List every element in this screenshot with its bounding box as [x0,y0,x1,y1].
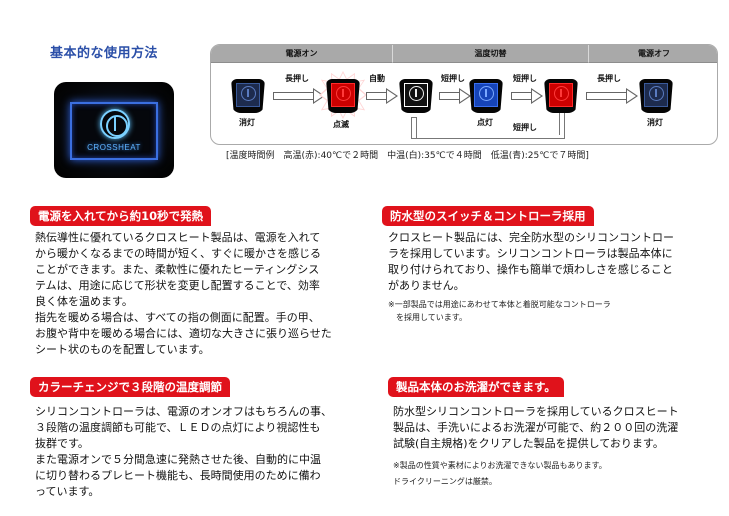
arrow-right-icon [366,88,398,104]
state-label-off: 消灯 [647,118,663,127]
text-line: シート状のものを配置しています。 [35,343,210,356]
controller-off-icon [639,79,673,113]
note-line: を採用しています。 [388,313,467,322]
page-title: 基本的な使用方法 [50,46,159,61]
text-line: に切り替わるプレヒート機能も、長時間使用のために備わ [35,469,321,482]
text-line: 抜群です。 [35,437,89,450]
section-title-color-change: カラーチェンジで３段階の温度調節 [30,377,230,397]
controller-red-icon [544,79,578,113]
arrow-right-icon [439,88,471,104]
section-body-color-change: シリコンコントローラは、電源のオンオフはもちろんの事、 ３段階の温度調節も可能で… [35,404,332,500]
text-line: ことができます。また、柔軟性に優れたヒーティングシス [35,263,320,276]
arrow-right-icon [273,88,325,104]
text-line: また電源オンで５分間急速に発熱させた後、自動的に中温 [35,453,321,466]
state-label-off: 消灯 [239,118,255,127]
text-line: から暖かくなるまでの時間が短く、すぐに暖かさを感じる [35,247,321,260]
section-body-washable: 防水型シリコンコントローラを採用しているクロスヒート 製品は、手洗いによるお洗濯… [393,404,679,452]
text-line: 試験(自主規格)をクリアした製品を提供しております。 [393,437,664,450]
arrow-right-icon [511,88,543,104]
text-line: 指先を暖める場合は、すべての指の側面に配置。手の甲、 [35,311,320,324]
arrow-right-icon [586,88,638,104]
loop-label-short-press: 短押し [513,123,537,132]
arrow-label-auto: 自動 [369,74,385,83]
header-power-off: 電源オフ [589,45,717,63]
arrow-label-long-press: 長押し [285,74,309,83]
note-line: ※一部製品では用途にあわせて本体と着脱可能なコントローラ [388,300,611,309]
controller-photo: CROSSHEAT [54,82,174,178]
state-label-on: 点灯 [477,118,493,127]
text-line: ラを採用しています。シリコンコントローラは製品本体に [388,247,673,260]
text-line: っています。 [35,485,100,498]
section-title-heat-10s: 電源を入れてから約10秒で発熱 [30,206,212,226]
arrow-label-short-press: 短押し [513,74,537,83]
text-line: クロスヒート製品には、完全防水型のシリコンコントロー [388,231,674,244]
text-line: 取り付けられており、操作も簡単で煩わしさを感じること [388,263,673,276]
text-line: シリコンコントローラは、電源のオンオフはもちろんの事、 [35,405,332,418]
section-body-heat-10s: 熱伝導性に優れているクロスヒート製品は、電源を入れて から暖かくなるまでの時間が… [35,230,332,358]
text-line: 防水型シリコンコントローラを採用しているクロスヒート [393,405,679,418]
text-line: 良く体を温めます。 [35,295,133,308]
brand-text: CROSSHEAT [87,143,141,152]
controller-white-icon [399,79,433,113]
controller-off-icon [231,79,265,113]
crossheat-logo-icon [100,109,130,139]
usage-diagram: 電源オン 温度切替 電源オフ 消灯 長押し 点滅 自動 短押し 点灯 短押し 短… [210,44,718,145]
controller-screen: CROSSHEAT [70,102,158,160]
text-line: がありません。 [388,279,465,292]
text-line: テムは、用途に応じて形状を変更し配置することで、効率 [35,279,320,292]
section-title-waterproof: 防水型のスイッチ＆コントローラ採用 [382,206,594,226]
header-temp-switch: 温度切替 [393,45,589,63]
temperature-example: [温度時間例 高温(赤):40℃で２時間 中温(白):35℃で４時間 低温(青)… [226,151,589,161]
note-line: ※製品の性質や素材によりお洗濯できない製品もあります。 [393,461,607,470]
section-title-washable: 製品本体のお洗濯ができます。 [388,377,564,397]
loop-arrow-riser [559,113,565,135]
controller-red-icon [326,79,360,113]
text-line: お腹や背中を暖める場合には、適切な大きさに張り巡らせた [35,327,332,340]
arrow-label-short-press: 短押し [441,74,465,83]
section-note-waterproof: ※一部製品では用途にあわせて本体と着脱可能なコントローラ を採用しています。 [388,298,611,324]
text-line: ３段階の温度調節も可能で、ＬＥＤの点灯により視認性も [35,421,321,434]
section-note-washable: ※製品の性質や素材によりお洗濯できない製品もあります。 ドライクリーニングは厳禁… [393,458,607,490]
text-line: 熱伝導性に優れているクロスヒート製品は、電源を入れて [35,231,321,244]
header-power-on: 電源オン [211,45,393,63]
loop-arrow-line [411,133,565,139]
note-line: ドライクリーニングは厳禁。 [393,477,497,486]
arrow-label-long-press: 長押し [597,74,621,83]
section-body-waterproof: クロスヒート製品には、完全防水型のシリコンコントロー ラを採用しています。シリコ… [388,230,674,294]
controller-blue-icon [469,79,503,113]
state-label-blink: 点滅 [333,120,349,129]
text-line: 製品は、手洗いによるお洗濯が可能で、約２００回の洗濯 [393,421,679,434]
loop-arrow-stem [411,117,417,139]
